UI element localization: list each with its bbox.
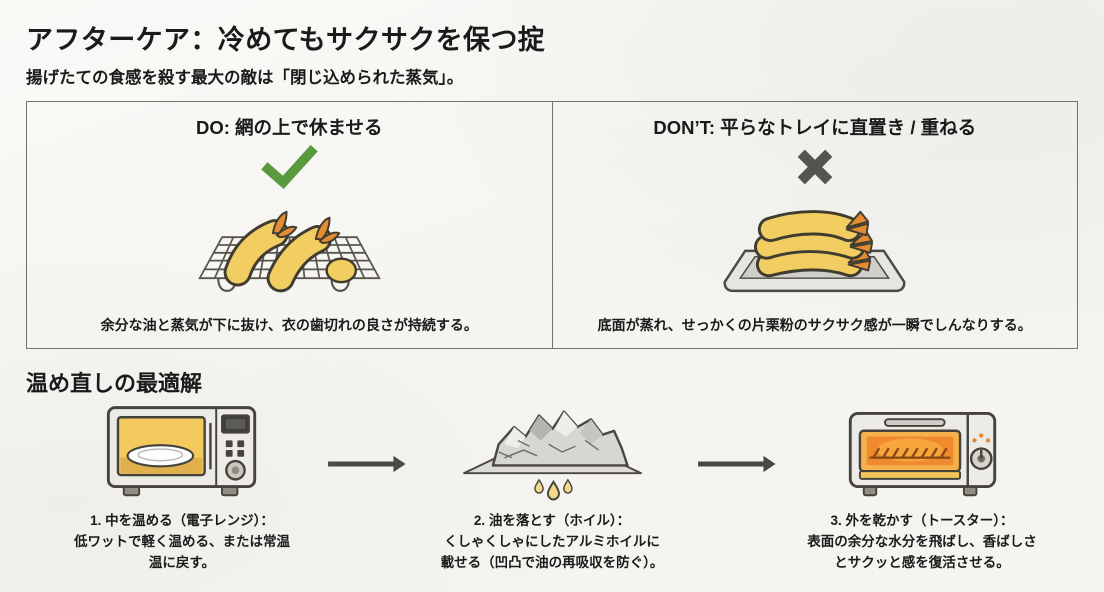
microwave-icon — [100, 406, 265, 502]
tempura-on-tray-icon — [712, 190, 917, 300]
step-1-caption: 1. 中を温める（電子レンジ）： 低ワットで軽く温める、または常温 温に戻す。 — [74, 513, 290, 570]
cross-icon — [793, 145, 837, 189]
dont-caption: 底面が蒸れ、せっかくの片栗粉のサクサク感が一瞬でしんなりする。 — [597, 317, 1032, 333]
step-3-caption: 3. 外を乾かす（トースター）： 表面の余分な水分を飛ばし、香ばしさ とサクッと… — [807, 513, 1037, 570]
page-title: アフターケア：冷めてもサクサクを保つ掟 — [26, 25, 546, 55]
do-caption: 余分な油と蒸気が下に抜け、衣の歯切れの良さが持続する。 — [100, 317, 478, 333]
do-heading: DO: 網の上で休ませる — [196, 117, 383, 138]
page-subtitle: 揚げたての食感を殺す最大の敵は「閉じ込められた蒸気」。 — [26, 69, 464, 87]
do-column: DO: 網の上で休ませる — [27, 102, 553, 348]
toaster-icon — [840, 408, 1005, 502]
dont-heading: DON’T: 平らなトレイに直置き / 重ねる — [653, 117, 977, 138]
reheat-step-2: 2. 油を落とす（ホイル）： くしゃくしゃにしたアルミホイルに 載せる（凹凸で油… — [410, 408, 694, 574]
arrow-right-icon — [324, 454, 410, 474]
infographic-page: アフターケア：冷めてもサクサクを保つ掟 揚げたての食感を殺す最大の敵は「閉じ込め… — [26, 25, 1078, 574]
reheat-step-3: 3. 外を乾かす（トースター）： 表面の余分な水分を飛ばし、香ばしさ とサクッと… — [780, 408, 1064, 574]
reheat-steps-row: 1. 中を温める（電子レンジ）： 低ワットで軽く温める、または常温 温に戻す。 — [26, 406, 1078, 574]
do-dont-comparison-panel: DO: 網の上で休ませる — [26, 101, 1078, 349]
check-icon — [260, 145, 319, 189]
reheat-section-heading: 温め直しの最適解 — [26, 371, 203, 396]
step-2-caption: 2. 油を落とす（ホイル）： くしゃくしゃにしたアルミホイルに 載せる（凹凸で油… — [440, 513, 664, 570]
arrow-right-icon — [694, 454, 780, 474]
tempura-on-rack-icon — [187, 190, 392, 300]
reheat-step-1: 1. 中を温める（電子レンジ）： 低ワットで軽く温める、または常温 温に戻す。 — [40, 406, 324, 574]
dont-column: DON’T: 平らなトレイに直置き / 重ねる — [553, 102, 1078, 348]
foil-icon — [455, 408, 650, 502]
